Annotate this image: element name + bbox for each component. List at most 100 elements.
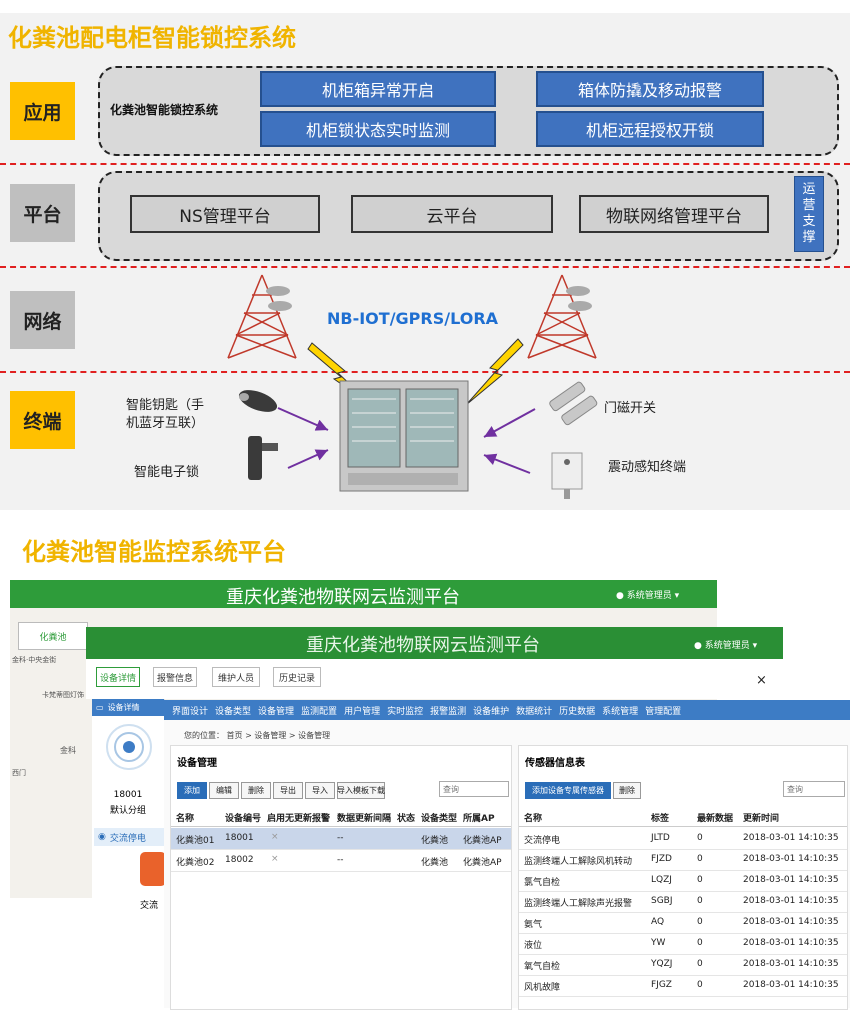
user-avatar-icon: ● xyxy=(616,591,624,601)
back-user-name: 系统管理员 xyxy=(626,591,672,601)
nav-item[interactable]: 用户管理 xyxy=(344,706,381,717)
add-button[interactable]: 添加 xyxy=(177,782,207,799)
platform-iot-network: 物联网络管理平台 xyxy=(579,195,769,233)
side-item-ac-outage[interactable]: ◉ 交流停电 xyxy=(94,828,164,846)
column-header: 设备类型 xyxy=(421,814,458,824)
main-nav: 界面设计 设备类型 设备管理 监测配置 用户管理 实时监控 报警监测 设备维护 … xyxy=(164,700,850,720)
edit-button[interactable]: 编辑 xyxy=(209,782,239,799)
feature-lock-status-monitor: 机柜锁状态实时监测 xyxy=(260,111,496,147)
delete-sensor-button[interactable]: 删除 xyxy=(613,782,641,799)
close-icon[interactable]: × xyxy=(756,673,767,688)
nav-item[interactable]: 数据统计 xyxy=(516,706,553,717)
nav-item[interactable]: 设备管理 xyxy=(258,706,295,717)
arrow-icon xyxy=(287,449,329,469)
column-header: 名称 xyxy=(524,814,543,824)
front-user-menu[interactable]: ● 系统管理员 ▾ xyxy=(694,638,757,651)
cell-time: 2018-03-01 14:10:35 xyxy=(743,959,839,969)
side-detail-panel xyxy=(92,699,165,949)
cell-id: 18002 xyxy=(225,855,254,865)
nav-item[interactable]: 实时监控 xyxy=(387,706,424,717)
back-window-title: 重庆化粪池物联网云监测平台 xyxy=(226,587,460,608)
device-search-input[interactable] xyxy=(439,781,509,797)
sensor-search-input[interactable] xyxy=(783,781,845,797)
nav-item[interactable]: 报警监测 xyxy=(430,706,467,717)
diagram-graphics xyxy=(227,274,598,499)
ops-char: 支 xyxy=(802,214,816,229)
column-header: 更新时间 xyxy=(743,814,780,824)
export-button[interactable]: 导出 xyxy=(273,782,303,799)
cell-time: 2018-03-01 14:10:35 xyxy=(743,833,839,843)
column-header: 状态 xyxy=(397,814,416,824)
tab-device-detail[interactable]: 设备详情 xyxy=(96,667,140,687)
tab-alarm-info[interactable]: 报警信息 xyxy=(153,667,197,687)
device-mgmt-title: 设备管理 xyxy=(177,758,217,769)
import-button[interactable]: 导入 xyxy=(305,782,335,799)
map-text: 金科 xyxy=(60,746,76,755)
front-tab-bar xyxy=(86,659,783,699)
delete-button[interactable]: 删除 xyxy=(241,782,271,799)
cell-id: 18001 xyxy=(225,833,254,843)
nav-item[interactable]: 监测配置 xyxy=(301,706,338,717)
smart-lock-icon xyxy=(248,436,278,480)
vibration-sensor-icon xyxy=(551,452,583,499)
add-sensor-button[interactable]: 添加设备专属传感器 xyxy=(525,782,611,799)
distribution-cabinet-icon xyxy=(339,380,469,492)
antenna-icon xyxy=(568,301,592,311)
cell-time: 2018-03-01 14:10:35 xyxy=(743,896,839,906)
back-map-tab[interactable]: 化粪池 xyxy=(18,622,88,650)
nav-item[interactable]: 设备类型 xyxy=(215,706,252,717)
cell-time: 2018-03-01 14:10:35 xyxy=(743,917,839,927)
app-system-label: 化粪池智能锁控系统 xyxy=(110,103,219,117)
feature-remote-unlock: 机柜远程授权开锁 xyxy=(536,111,764,147)
nav-item[interactable]: 系统管理 xyxy=(602,706,639,717)
radio-icon: ◉ xyxy=(98,832,106,842)
map-text: 西门 xyxy=(12,769,26,777)
sensor-tile-label: 交流 xyxy=(140,901,159,911)
layer-platform: 平台 xyxy=(10,184,75,242)
cell-name: 液位 xyxy=(524,941,543,951)
nav-item[interactable]: 管理配置 xyxy=(645,706,682,717)
import-template-button[interactable]: 导入模板下载 xyxy=(337,782,385,799)
nav-item[interactable]: 历史数据 xyxy=(559,706,596,717)
architecture-diagram: 化粪池配电柜智能锁控系统 应用 平台 网络 终端 化粪池智能锁控系统 机柜箱异常… xyxy=(0,13,850,510)
cell-name: 化粪池01 xyxy=(176,836,215,846)
platform-title: 化粪池智能监控系统平台 xyxy=(22,538,286,566)
smart-key-icon xyxy=(238,390,278,412)
platform-ns: NS管理平台 xyxy=(130,195,320,233)
cell-value: 0 xyxy=(697,854,703,864)
tab-history[interactable]: 历史记录 xyxy=(273,667,321,687)
table-row[interactable]: 化粪池01 18001 × -- 化粪池 化粪池AP xyxy=(171,828,511,850)
cell-ap: 化粪池AP xyxy=(463,836,502,846)
nav-item[interactable]: 界面设计 xyxy=(172,706,209,717)
cell-tag: LQZJ xyxy=(651,875,672,885)
cell-tag: JLTD xyxy=(651,833,670,843)
front-window-title: 重庆化粪池物联网云监测平台 xyxy=(306,635,540,656)
tab-maintenance[interactable]: 维护人员 xyxy=(212,667,260,687)
ops-support-label: 运 营 支 撑 xyxy=(794,176,824,252)
cell-name: 监测终端人工解除风机转动 xyxy=(524,857,633,867)
front-user-name: 系统管理员 xyxy=(704,641,750,651)
cell-type: 化粪池 xyxy=(421,858,449,868)
sensor-tile-icon[interactable] xyxy=(140,852,166,886)
cell-name: 氯气自检 xyxy=(524,878,561,888)
front-window-header: 重庆化粪池物联网云监测平台 ● 系统管理员 ▾ xyxy=(86,627,783,659)
arrow-icon xyxy=(277,407,329,431)
sensor-panel-title: 传感器信息表 xyxy=(525,758,585,769)
user-avatar-icon: ● xyxy=(694,641,702,651)
nav-item[interactable]: 设备维护 xyxy=(473,706,510,717)
smart-lock-label: 智能电子锁 xyxy=(134,465,200,480)
arrow-icon xyxy=(483,408,536,438)
side-panel-title: 设备详情 xyxy=(107,703,140,712)
network-protocol: NB-IOT/GPRS/LORA xyxy=(327,309,499,328)
table-row[interactable]: 化粪池02 18002 × -- 化粪池 化粪池AP xyxy=(171,850,511,872)
back-user-menu[interactable]: ● 系统管理员 ▾ xyxy=(616,588,679,601)
cell-name: 交流停电 xyxy=(524,836,561,846)
